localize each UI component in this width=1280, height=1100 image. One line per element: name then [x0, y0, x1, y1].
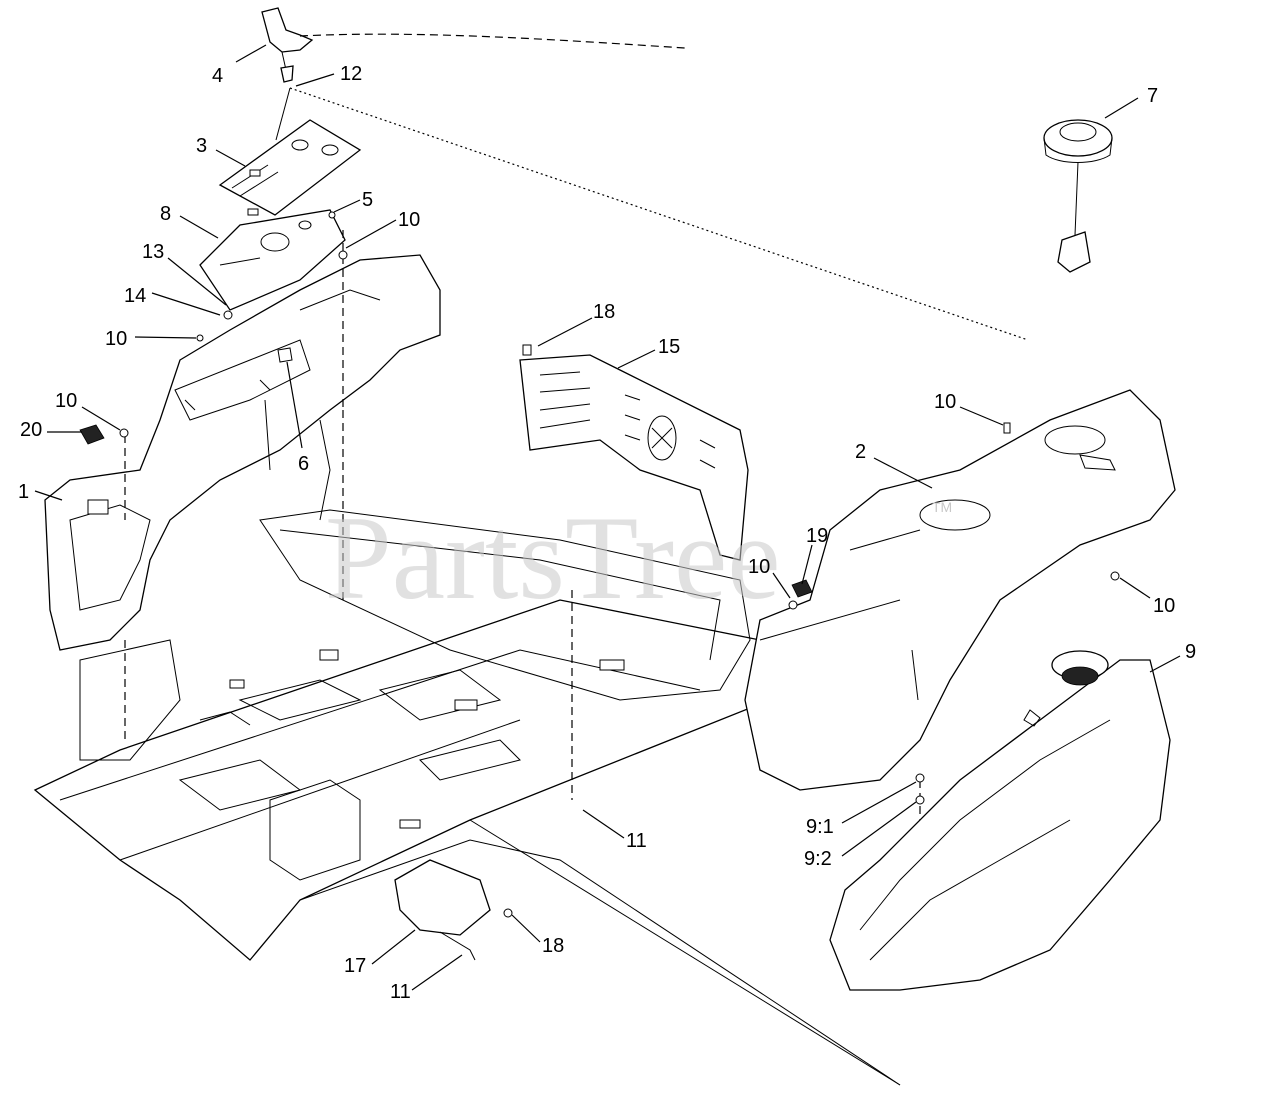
frame-chassis — [33, 509, 901, 1086]
callout-4: 4 — [212, 65, 223, 87]
callout-9-1: 9:1 — [806, 816, 834, 838]
callout-19: 19 — [806, 525, 828, 547]
callout-3: 3 — [196, 135, 207, 157]
callout-10-b: 10 — [105, 328, 127, 350]
callout-20: 20 — [20, 419, 42, 441]
leader-lines — [34, 44, 1181, 991]
watermark-text: PartsTree — [325, 491, 781, 624]
callout-7: 7 — [1147, 85, 1158, 107]
callout-10-c: 10 — [55, 390, 77, 412]
callout-17: 17 — [344, 955, 366, 977]
watermark: PartsTree TM — [325, 491, 952, 624]
callout-9: 9 — [1185, 641, 1196, 663]
callout-1: 1 — [18, 481, 29, 503]
bracket — [394, 859, 491, 961]
fender-pod — [44, 254, 441, 651]
watermark-tm: TM — [932, 499, 952, 515]
decal-plate — [218, 119, 362, 216]
callout-14: 14 — [124, 285, 146, 307]
dash-panel — [199, 208, 346, 311]
callout-8: 8 — [160, 203, 171, 225]
rear-shield — [519, 354, 749, 561]
callout-9-2: 9:2 — [804, 848, 832, 870]
callout-12: 12 — [340, 63, 362, 85]
fuel-tank — [829, 650, 1171, 991]
hood-fender — [744, 389, 1176, 791]
callout-13: 13 — [142, 241, 164, 263]
callout-10-a: 10 — [398, 209, 420, 231]
callout-10-f: 10 — [1153, 595, 1175, 617]
callout-6: 6 — [298, 453, 309, 475]
guide-lines — [124, 230, 921, 820]
callout-11-a: 11 — [626, 830, 647, 852]
callout-10-e: 10 — [748, 556, 770, 578]
callout-labels: 4 12 3 8 5 10 13 14 10 10 20 1 6 7 18 15… — [18, 63, 1196, 1003]
callout-11-b: 11 — [390, 981, 411, 1003]
callout-2: 2 — [855, 441, 866, 463]
callout-15: 15 — [658, 336, 680, 358]
callout-18-a: 18 — [593, 301, 615, 323]
fasteners — [79, 211, 1120, 918]
throttle-knob — [261, 7, 1029, 341]
fuel-cap — [1043, 119, 1113, 273]
callout-10-d: 10 — [934, 391, 956, 413]
callout-18-b: 18 — [542, 935, 564, 957]
callout-5: 5 — [362, 189, 373, 211]
